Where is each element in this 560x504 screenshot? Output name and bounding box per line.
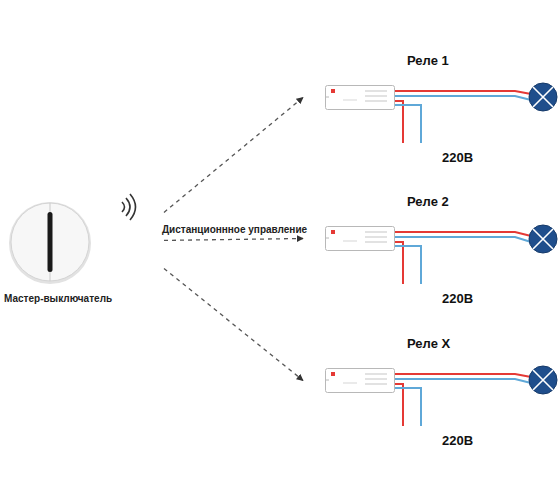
lamp-symbol [529, 225, 557, 253]
relay-antenna [325, 238, 329, 239]
relay-antenna [325, 380, 329, 381]
relay-title: Реле 1 [407, 53, 449, 68]
relay-title: Реле X [407, 336, 450, 351]
neutral-wire [395, 246, 421, 284]
relay-box: Реле X [325, 368, 395, 393]
lamp-cross [533, 229, 553, 249]
lamp-cross [533, 370, 553, 390]
switch-body [11, 203, 89, 281]
lamp-cross [533, 87, 553, 107]
signal-arc [122, 202, 125, 212]
phase-wire [395, 91, 531, 94]
neutral-wire [395, 388, 421, 426]
relay-print [343, 99, 357, 100]
relay-title: Реле 2 [407, 194, 449, 209]
neutral-wire [395, 105, 421, 143]
master-switch: Мастер-выключатель [0, 190, 150, 310]
relay-print [365, 231, 387, 232]
lamp-symbol [529, 366, 557, 394]
relay-box: Реле 2 [325, 226, 395, 251]
wireless-link [164, 268, 303, 380]
neutral-wire [395, 237, 531, 242]
relay-print [365, 383, 387, 384]
switch-key-bar [48, 212, 53, 272]
relay-print [365, 95, 387, 96]
voltage-label: 220В [442, 150, 473, 165]
relay-print [365, 378, 387, 379]
voltage-label: 220В [442, 433, 473, 448]
relay-antenna [325, 97, 329, 98]
switch-shadow [9, 202, 91, 284]
relay-drawing [325, 226, 395, 251]
phase-wire [395, 242, 403, 284]
switch-drawing [0, 190, 150, 310]
phase-wire [395, 101, 403, 143]
phase-wire [395, 374, 531, 377]
relay-print [343, 382, 357, 383]
phase-wire [395, 232, 531, 236]
wireless-link [164, 239, 303, 241]
lamp-symbol [529, 83, 557, 111]
signal-arc [130, 194, 136, 220]
relay-led [331, 230, 335, 234]
phase-wire [395, 384, 403, 426]
relay-led [331, 372, 335, 376]
relay-drawing [325, 368, 395, 393]
relay-housing [326, 369, 395, 393]
relay-print [365, 100, 387, 101]
neutral-wire [395, 379, 531, 383]
wireless-link [164, 98, 303, 213]
relay-print [365, 241, 387, 242]
voltage-label: 220В [442, 291, 473, 306]
link-label: Дистанционнное управление [160, 224, 309, 235]
wires [395, 83, 557, 426]
relay-print [365, 90, 387, 91]
signal-arc [126, 198, 130, 216]
relay-housing [326, 86, 395, 110]
relay-drawing [325, 85, 395, 110]
relay-print [365, 236, 387, 237]
relay-print [365, 373, 387, 374]
relay-housing [326, 227, 395, 251]
relay-led [331, 89, 335, 93]
device-caption: Мастер-выключатель [4, 293, 112, 304]
relay-box: Реле 1 [325, 85, 395, 110]
neutral-wire [395, 96, 531, 100]
relay-print [343, 240, 357, 241]
